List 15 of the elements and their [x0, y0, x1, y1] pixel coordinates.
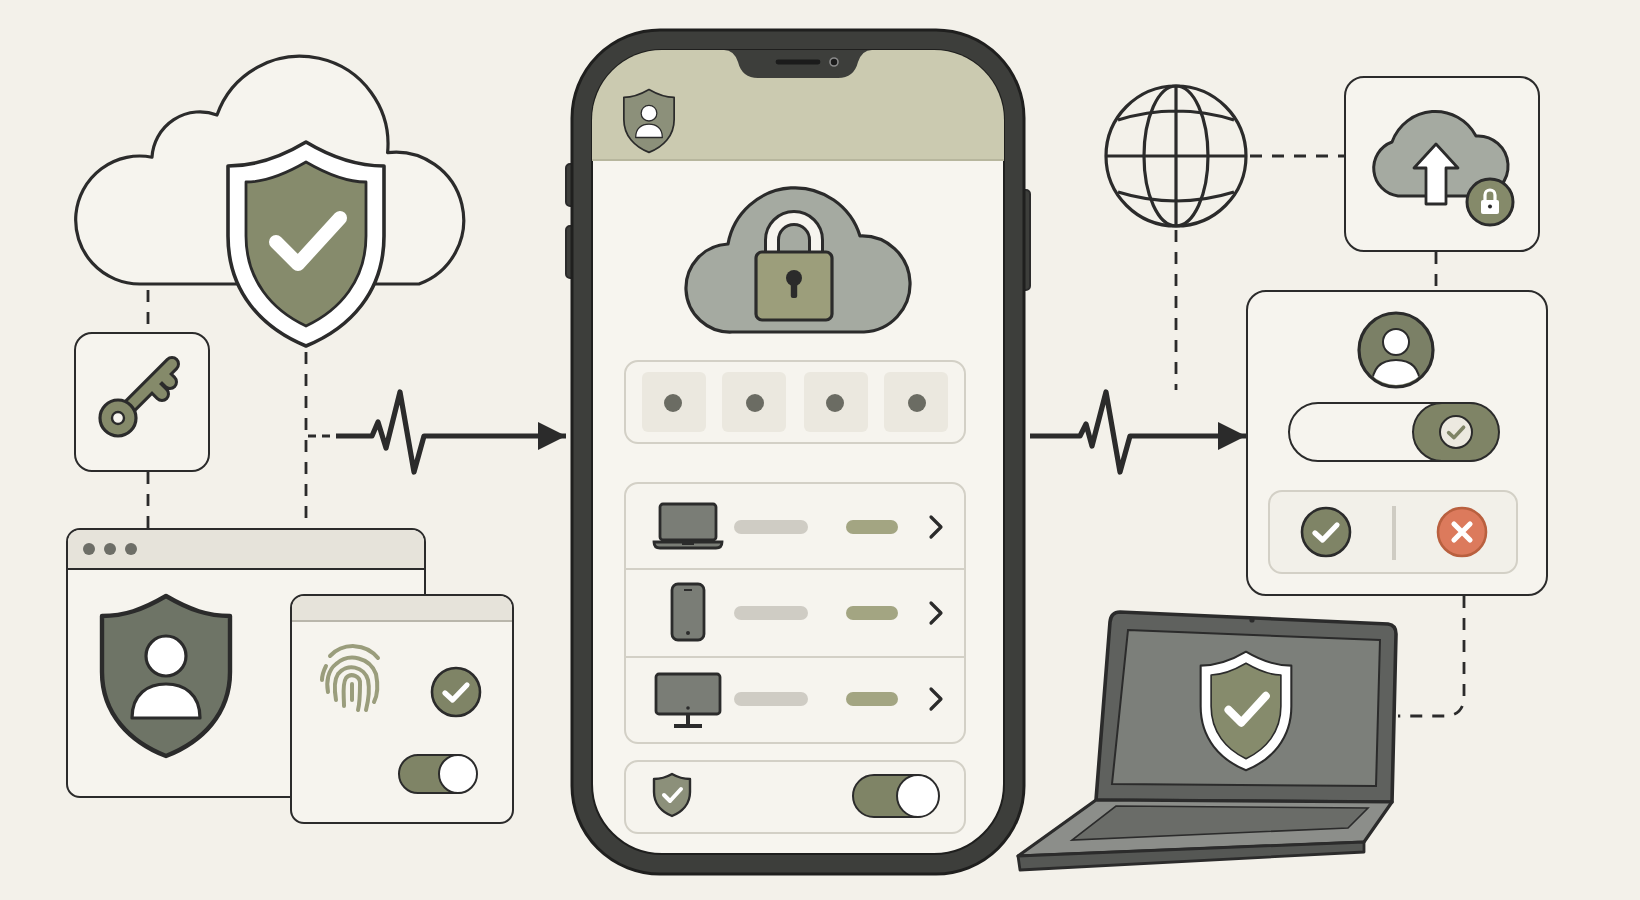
- heartbeat-arrow: [1030, 389, 1246, 475]
- dashed-connector: [146, 472, 150, 528]
- dashed-connector: [1250, 154, 1344, 158]
- globe-icon: [1102, 82, 1250, 230]
- dashed-connector: [1434, 252, 1438, 290]
- account-panel: [1246, 290, 1548, 596]
- app-window: [290, 594, 514, 824]
- laptop: [1016, 610, 1398, 872]
- heartbeat-arrow: [336, 389, 566, 475]
- dashed-connector: [1174, 230, 1178, 390]
- smartphone: [566, 28, 1030, 876]
- cloud-upload-tile: [1344, 76, 1540, 252]
- key-tile: [74, 332, 210, 472]
- dashed-connector: [1398, 596, 1466, 718]
- shield-check-icon: [220, 136, 392, 352]
